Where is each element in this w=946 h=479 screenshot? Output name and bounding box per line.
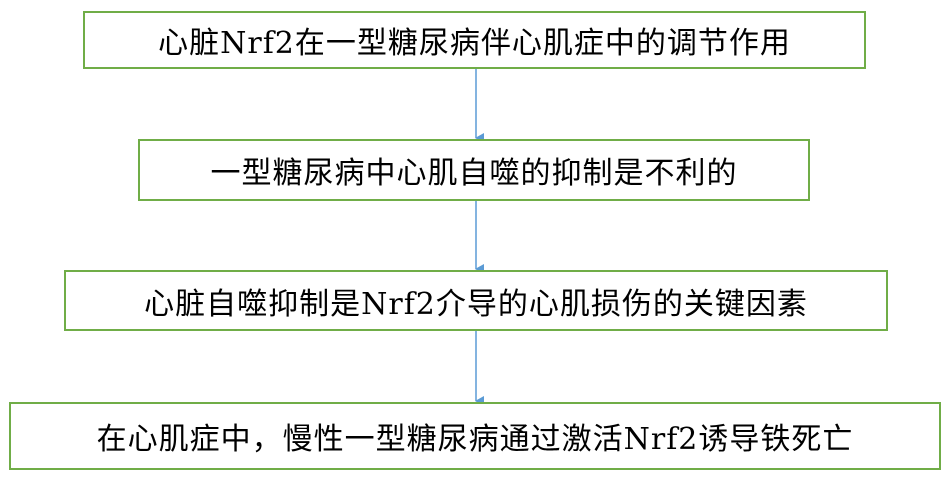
flow-box-1-text: 心脏Nrf2在一型糖尿病伴心肌症中的调节作用	[158, 26, 791, 61]
flow-box-4-text: 在心肌症中，慢性一型糖尿病通过激活Nrf2诱导铁死亡	[96, 422, 854, 457]
flow-box-3: 心脏自噬抑制是Nrf2介导的心肌损伤的关键因素	[64, 270, 888, 331]
flow-box-3-text: 心脏自噬抑制是Nrf2介导的心肌损伤的关键因素	[144, 286, 808, 322]
flow-box-4: 在心肌症中，慢性一型糖尿病通过激活Nrf2诱导铁死亡	[9, 402, 941, 470]
flow-box-1: 心脏Nrf2在一型糖尿病伴心肌症中的调节作用	[83, 11, 866, 69]
flow-box-2-text: 一型糖尿病中心肌自噬的抑制是不利的	[210, 156, 738, 191]
flow-box-2: 一型糖尿病中心肌自噬的抑制是不利的	[138, 139, 810, 201]
